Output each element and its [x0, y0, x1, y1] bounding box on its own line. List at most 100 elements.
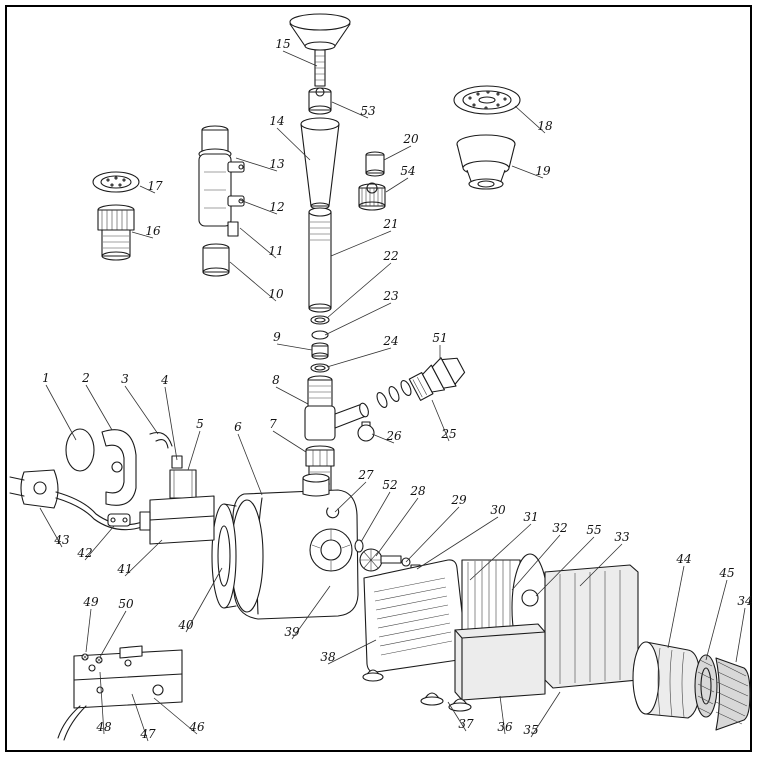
- part-number-2: 2: [81, 371, 90, 385]
- leader-line-21: [330, 230, 392, 257]
- clip-box: [169, 469, 197, 499]
- leader-line-49: [85, 608, 92, 653]
- part-number-33: 33: [614, 530, 630, 544]
- part-number-9: 9: [273, 330, 281, 344]
- leader-line-40: [185, 567, 223, 633]
- part-number-15: 15: [275, 37, 290, 51]
- part-number-21: 21: [382, 217, 398, 231]
- part-number-53: 53: [360, 104, 376, 118]
- leader-line-50: [99, 610, 127, 658]
- rear-housing: [544, 564, 639, 689]
- part-number-30: 30: [490, 503, 506, 517]
- leader-line-18: [514, 105, 546, 134]
- tee-connector: [304, 375, 412, 442]
- part-number-17: 17: [147, 179, 163, 193]
- leader-line-23: [324, 302, 392, 336]
- washer: [354, 539, 364, 553]
- hose-connector: [408, 357, 466, 401]
- leader-line-27: [334, 481, 367, 513]
- leader-line-38: [327, 639, 377, 665]
- part-number-14: 14: [269, 114, 284, 128]
- part-number-46: 46: [188, 720, 205, 734]
- part-number-24: 24: [382, 334, 398, 348]
- end-cone: [715, 657, 751, 731]
- leader-line-52: [360, 491, 391, 543]
- part-number-50: 50: [118, 597, 134, 611]
- leader-line-6: [237, 433, 263, 496]
- part-number-40: 40: [177, 618, 194, 632]
- clamp-bracket: [101, 429, 137, 506]
- part-number-38: 38: [320, 650, 336, 664]
- terminal-box: [139, 495, 215, 545]
- leader-line-3: [124, 385, 159, 435]
- part-number-28: 28: [409, 484, 426, 498]
- leader-line-41: [124, 539, 163, 577]
- leader-line-48: [99, 671, 105, 735]
- leader-line-28: [375, 497, 419, 557]
- leader-line-37: [447, 701, 467, 732]
- part-number-8: 8: [272, 373, 280, 387]
- part-number-47: 47: [139, 727, 156, 741]
- leader-line-34: [735, 607, 746, 663]
- seal-ring: [694, 654, 718, 718]
- spray-head-large: [453, 85, 521, 190]
- intake-cover: [211, 503, 237, 609]
- leader-line-12: [239, 199, 278, 215]
- part-number-41: 41: [116, 562, 132, 576]
- circlip: [326, 507, 340, 519]
- leader-line-44: [667, 565, 685, 649]
- leader-line-19: [511, 165, 544, 179]
- knurled-nut: [358, 182, 386, 211]
- leader-line-31: [469, 523, 532, 581]
- leader-line-47: [131, 693, 149, 742]
- part-number-26: 26: [385, 429, 402, 443]
- part-number-3: 3: [121, 372, 129, 386]
- leader-line-8: [275, 386, 309, 405]
- part-number-7: 7: [269, 417, 277, 431]
- part-number-4: 4: [160, 373, 169, 387]
- leader-line-20: [383, 145, 412, 161]
- leader-line-4: [164, 386, 178, 461]
- part-number-36: 36: [497, 720, 513, 734]
- part-number-31: 31: [523, 510, 538, 524]
- leader-line-53: [331, 101, 369, 119]
- leader-line-7: [272, 430, 307, 453]
- part-number-22: 22: [382, 249, 398, 263]
- leader-line-11: [239, 227, 277, 259]
- leader-line-54: [385, 177, 409, 193]
- leader-line-35: [530, 691, 561, 738]
- leader-line-36: [499, 695, 506, 735]
- leader-line-29: [405, 506, 460, 563]
- part-number-25: 25: [440, 427, 456, 441]
- leader-line-42: [84, 525, 115, 561]
- pump-housing: [230, 473, 359, 620]
- part-number-54: 54: [400, 164, 415, 178]
- part-number-29: 29: [450, 493, 467, 507]
- leader-line-13: [235, 157, 278, 172]
- part-number-32: 32: [552, 521, 567, 535]
- leader-line-17: [139, 185, 156, 194]
- bushing: [365, 151, 385, 177]
- rear-cap: [632, 641, 701, 719]
- part-number-27: 27: [357, 468, 374, 482]
- part-number-48: 48: [95, 720, 112, 734]
- part-number-42: 42: [76, 546, 92, 560]
- part-number-49: 49: [82, 595, 99, 609]
- leader-line-22: [326, 262, 392, 319]
- part-number-37: 37: [458, 717, 474, 731]
- riser-tube: [308, 207, 332, 313]
- leader-line-55: [535, 536, 595, 597]
- part-number-35: 35: [523, 723, 538, 737]
- leader-line-14: [276, 127, 311, 161]
- leader-line-24: [326, 347, 392, 368]
- diagram-frame: [5, 5, 752, 752]
- hose-piece: [149, 431, 183, 469]
- riser-cone: [300, 117, 340, 210]
- part-number-44: 44: [675, 552, 691, 566]
- part-number-23: 23: [382, 289, 399, 303]
- part-number-52: 52: [382, 478, 397, 492]
- nozzle-adapter: [308, 87, 332, 115]
